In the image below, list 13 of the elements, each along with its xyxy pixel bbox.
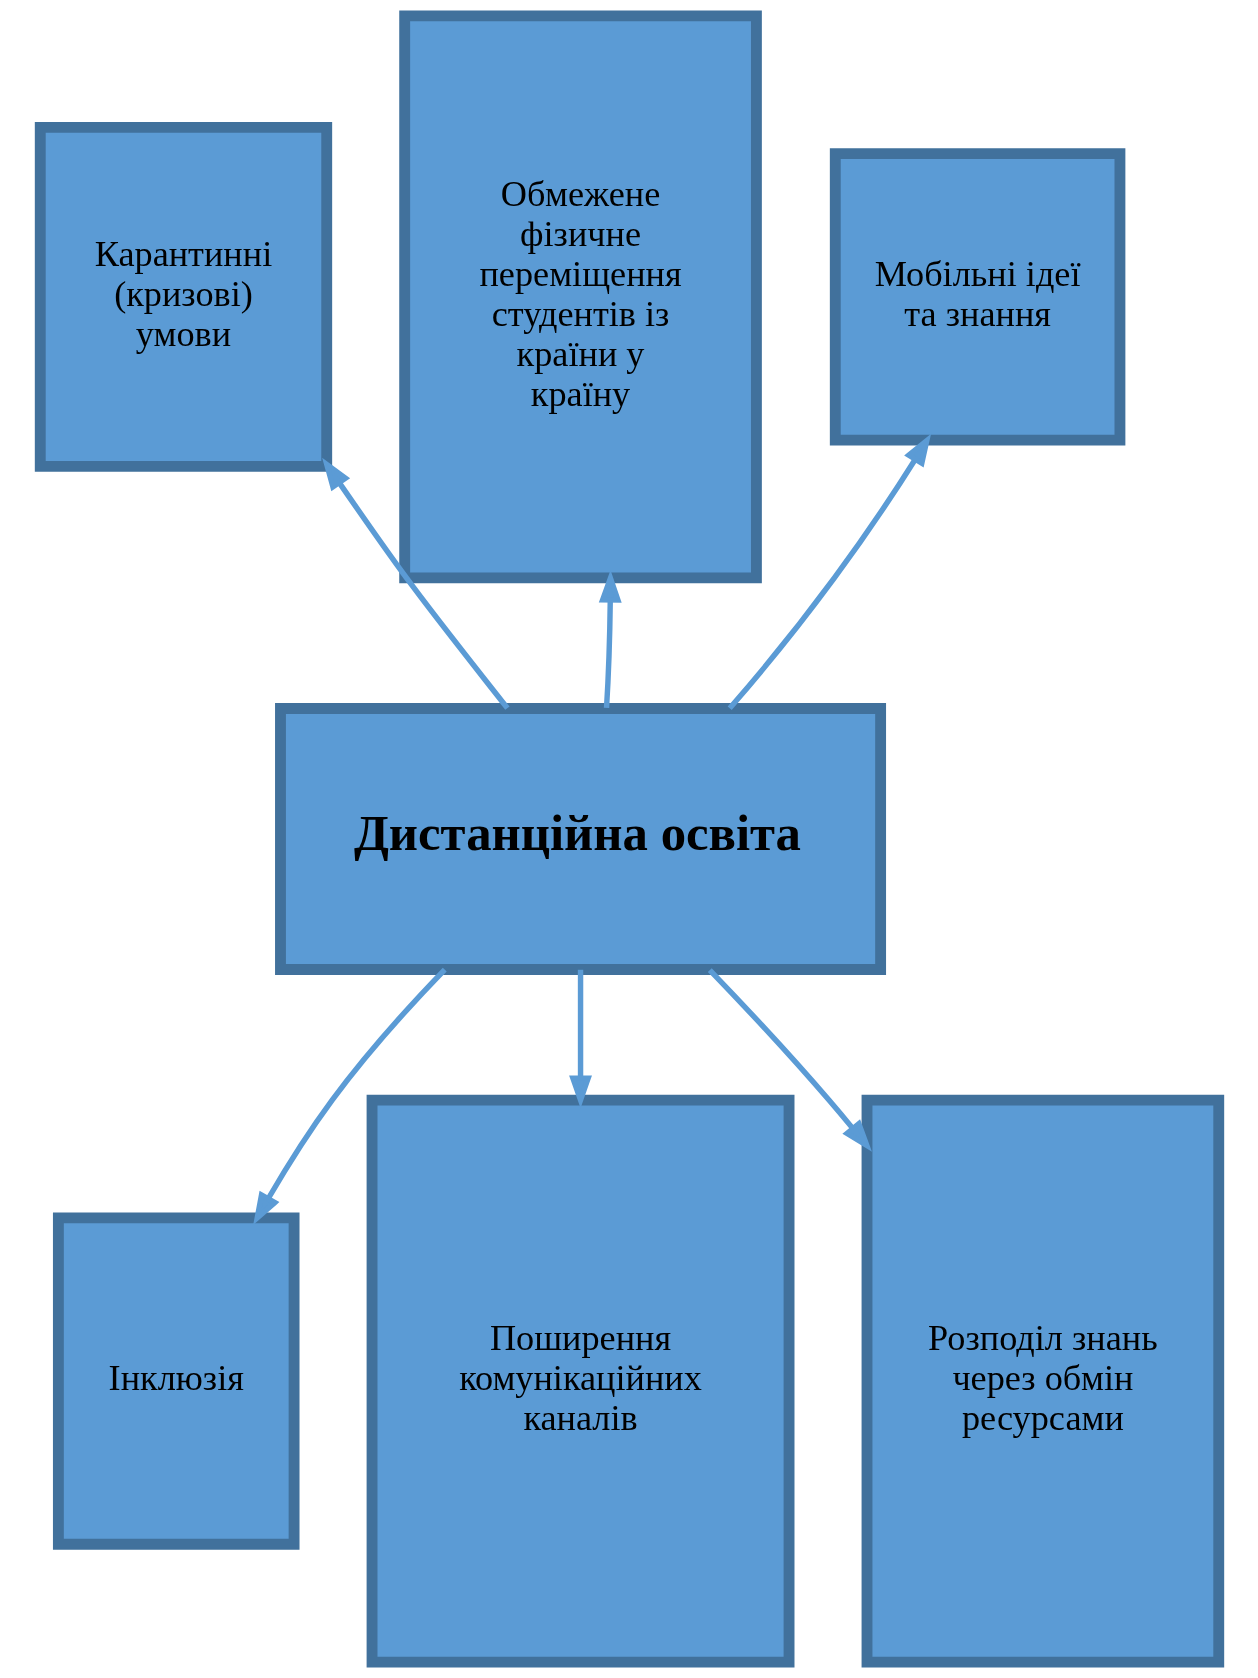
arrow [727,433,931,710]
arrow [568,969,592,1109]
node-box: Розподіл знань через обмін ресурсами [861,1094,1224,1668]
node-box: Інклюзія [52,1212,299,1550]
node-box: Карантинні (кризові) умови [34,121,332,472]
arrow [252,967,447,1225]
arrow [321,457,510,710]
node-box: Обмежене фізичне переміщення студентів із країни у країну [398,10,762,584]
node-box: Дистанційна освіта [274,703,886,975]
arrow [707,968,872,1152]
node-box: Поширення комунікаційних каналів [366,1094,794,1668]
node-box: Мобільні ідеї та знання [829,148,1125,446]
arrow [598,569,622,709]
